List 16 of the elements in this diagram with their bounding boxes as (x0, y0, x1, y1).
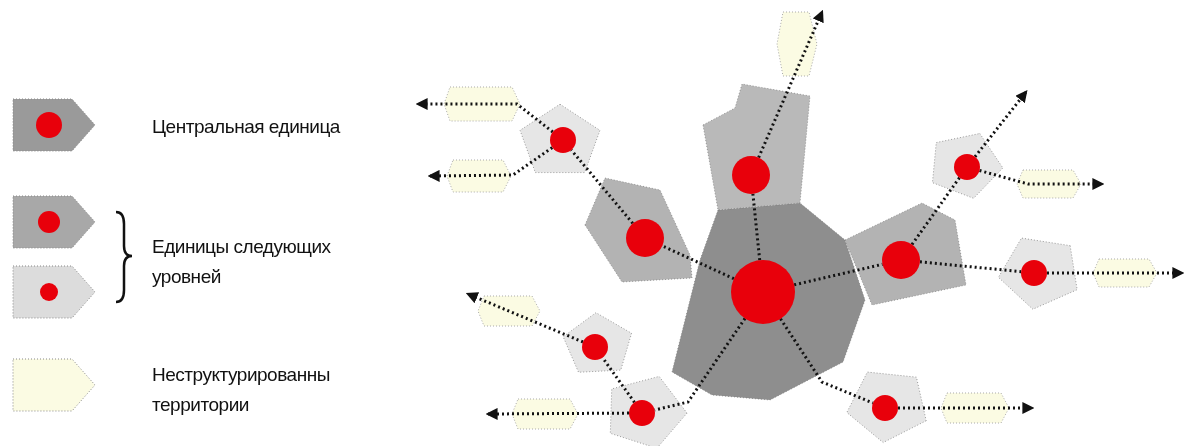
dotted-arrow (973, 90, 1028, 158)
legend-text: Единицы следующих уровней (152, 235, 332, 289)
dotted-line (661, 244, 735, 281)
legend-text: Неструктурированны территории (152, 363, 331, 417)
dotted-arrow (427, 146, 554, 182)
dotted-arrow (465, 292, 584, 344)
dotted-arrow (979, 169, 1105, 190)
dotted-arrow (485, 407, 629, 420)
dotted-arrow (415, 98, 554, 134)
dotted-line (910, 176, 961, 246)
dotted-line (751, 193, 762, 261)
dotted-line (779, 317, 874, 405)
dotted-arrow (757, 9, 824, 159)
dotted-line (570, 149, 634, 225)
legend-text: Центральная единица (152, 115, 342, 139)
dotted-line (919, 260, 1022, 274)
